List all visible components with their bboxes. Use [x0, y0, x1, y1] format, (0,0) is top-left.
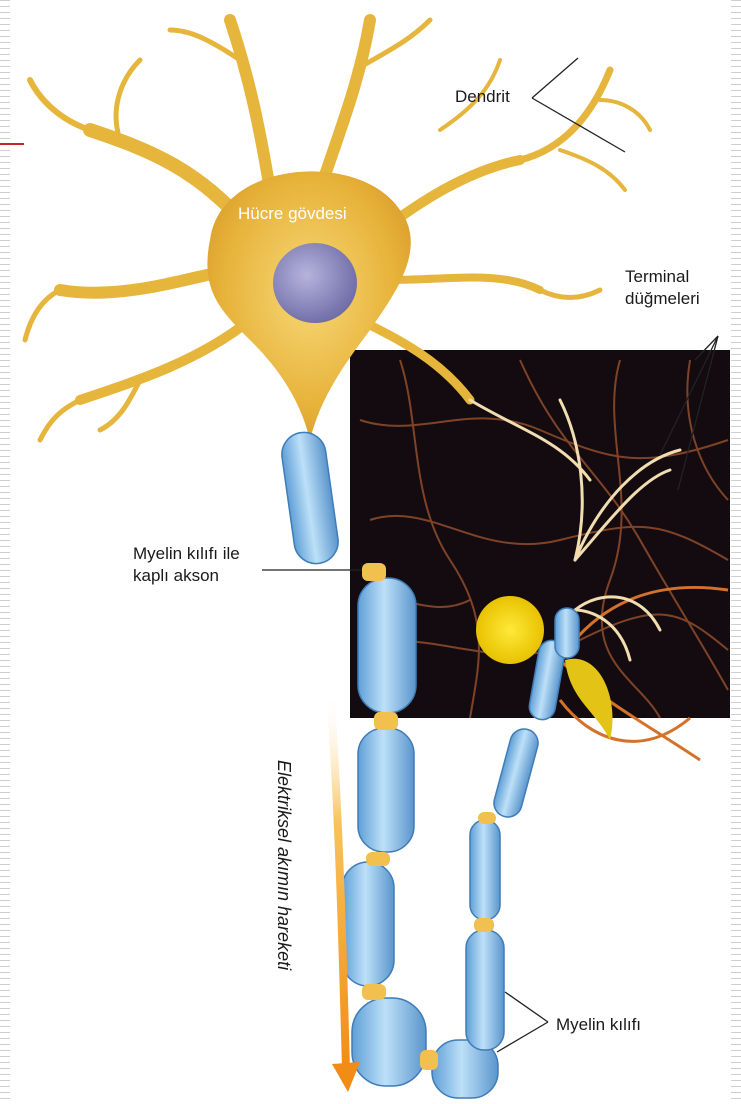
label-myelin-kilifi: Myelin kılıfı: [556, 1014, 641, 1036]
label-elektriksel-akim: Elektriksel akımın hareketi: [273, 760, 294, 970]
label-terminal-line2: düğmeleri: [625, 288, 725, 310]
label-terminal-dugmeleri: Terminal düğmeleri: [625, 266, 725, 310]
label-dendrit: Dendrit: [455, 86, 510, 108]
current-arrow-head: [332, 1062, 360, 1092]
label-hucre-govdesi: Hücre gövdesi: [238, 203, 347, 225]
label-terminal-line1: Terminal: [625, 266, 725, 288]
label-myelin-akson: Myelin kılıfı ile kaplı akson: [133, 543, 263, 587]
glowing-cell-body: [476, 596, 544, 664]
current-arrow: [330, 690, 346, 1070]
label-akson-line2: kaplı akson: [133, 565, 263, 587]
label-akson-line1: Myelin kılıfı ile: [133, 543, 263, 565]
nucleus: [273, 243, 357, 323]
